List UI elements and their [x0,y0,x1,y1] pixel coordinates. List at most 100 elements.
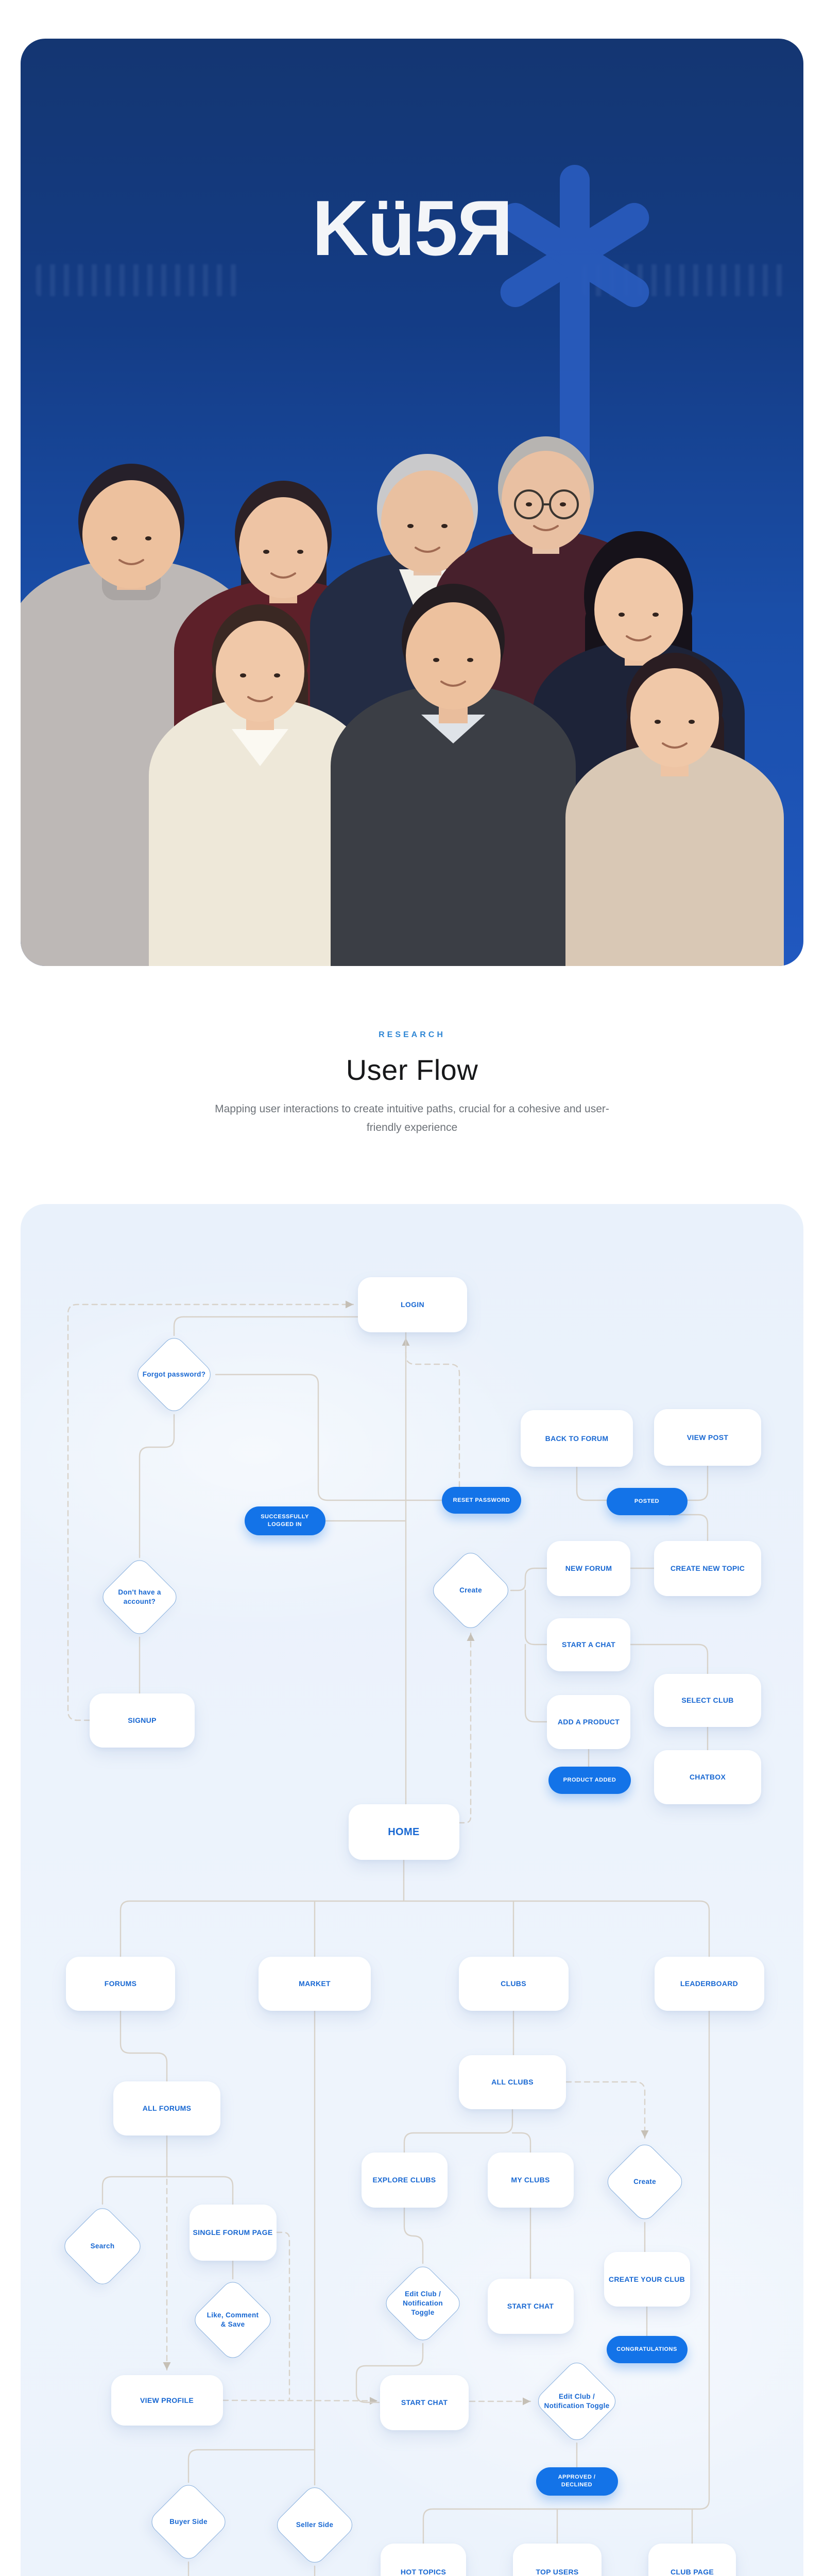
node-label: CONGRATULATIONS [616,2346,677,2352]
edge-login-to-forgot [173,1316,359,1336]
node-club-page-1: CLUB PAGE [648,2544,736,2576]
node-label: Edit Club / Notification Toggle [544,2392,610,2410]
node-label: CHATBOX [689,1772,726,1781]
edge-home-to-create [458,1632,472,1824]
edge-posted-to-viewpost [686,1465,709,1501]
node-label: VIEW PROFILE [140,2396,194,2404]
node-add-a-product: ADD A PRODUCT [547,1694,630,1749]
node-edit-club-2: Edit Club / Notification Toggle [533,2358,621,2445]
node-label: BACK TO FORUM [545,1434,609,1443]
edge-signup-to-login [67,1303,354,1721]
node-label: SELECT CLUB [681,1696,734,1704]
edge-allclubs-split-2 [511,2132,531,2154]
node-create-clubs: Create [603,2140,687,2224]
edge-posted-to-backforum [576,1466,608,1501]
node-label: MY CLUBS [511,2175,550,2184]
node-all-clubs: ALL CLUBS [459,2055,566,2109]
node-label: EXPLORE CLUBS [372,2175,436,2184]
edge-viewprofile-to-chat2 [222,2399,379,2402]
node-label: CLUB PAGE [670,2567,714,2576]
node-hot-topics: HOT TOPICS [381,2544,466,2576]
node-start-chat-1: START CHAT [487,2278,574,2334]
node-label: Like, Comment & Save [207,2311,259,2328]
node-new-forum: NEW FORUM [547,1540,630,1596]
node-label: Search [90,2242,115,2250]
node-edit-club-1: Edit Club / Notification Toggle [381,2262,465,2345]
node-posted: POSTED [606,1487,688,1515]
node-clubs: CLUBS [458,1956,569,2011]
edge-leaderboard-rail [422,2010,710,2545]
node-label: LOGIN [401,1300,424,1309]
node-forgot-password: Forgot password? [132,1333,216,1416]
node-label: MARKET [299,1979,331,1988]
node-approved-declined: APPROVED / DECLINED [536,2467,618,2496]
hero-card: Kü5Я [21,39,803,966]
node-label: START CHAT [507,2301,554,2310]
node-login: LOGIN [358,1277,467,1332]
node-top-users: TOP USERS [513,2544,602,2576]
node-all-forums: ALL FORUMS [113,2081,220,2136]
node-start-chat-2: START CHAT [380,2375,469,2430]
arrowhead-icon [467,1633,475,1641]
edge-allclubs-split [403,2108,513,2154]
node-label: CLUBS [501,1979,526,1988]
node-reset-password: RESET PASSWORD [442,1487,521,1514]
node-label: Forgot password? [142,1370,206,1378]
node-label: HOME [388,1826,420,1838]
node-label: ALL FORUMS [142,2104,192,2112]
node-seller-side: Seller Side [272,2482,357,2568]
node-create-your-club: CREATE YOUR CLUB [604,2252,690,2307]
node-label: START A CHAT [562,1640,615,1649]
node-my-clubs: MY CLUBS [487,2152,574,2208]
node-create-new-topic: CREATE NEW TOPIC [654,1540,761,1596]
edge-market-to-buyer [187,2449,316,2483]
node-leaderboard: LEADERBOARD [654,1956,764,2011]
node-label: CREATE YOUR CLUB [608,2275,685,2283]
node-congratulations: CONGRATULATIONS [606,2335,688,2363]
edge-create-rail-product [524,1643,548,1723]
node-label: ADD A PRODUCT [557,1717,620,1726]
node-view-post: VIEW POST [654,1409,761,1466]
node-search-forums: Search [60,2204,145,2289]
node-label: Edit Club / Notification Toggle [403,2290,443,2317]
node-label: Don't have a account? [118,1588,161,1605]
edge-chat-to-selectclub [629,1643,709,1675]
node-successfully-logged-in: SUCCESSFULLY LOGGED IN [244,1506,325,1535]
kusa-logo: Kü5Я [312,184,513,272]
arrowhead-icon [369,2397,377,2405]
node-chatbox: CHATBOX [654,1750,761,1804]
arrowhead-icon [641,2130,649,2138]
node-label: START CHAT [401,2398,448,2406]
node-forums: FORUMS [66,1956,175,2011]
kusa-asterisk-icon [500,165,649,495]
node-market: MARKET [259,1956,371,2011]
node-label: SINGLE FORUM PAGE [193,2228,273,2236]
node-label: CREATE NEW TOPIC [670,1564,745,1572]
node-label: APPROVED / DECLINED [558,2474,596,2488]
node-start-a-chat: START A CHAT [547,1618,630,1671]
node-label: POSTED [634,1498,660,1504]
arrowhead-icon [346,1300,353,1309]
node-label: SIGNUP [128,1716,157,1724]
node-single-forum-page-1: SINGLE FORUM PAGE [189,2204,277,2261]
node-signup: SIGNUP [90,1693,195,1748]
node-label: NEW FORUM [565,1564,612,1572]
page-title: User Flow [346,1054,478,1086]
edge-allclubs-to-create2 [565,2081,646,2139]
edge-create-rail-chat [524,1589,548,1646]
node-label: Create [459,1586,482,1594]
edge-reset-to-login [405,1337,460,1488]
arrowhead-icon [163,2362,171,2370]
node-buyer-side: Buyer Side [147,2480,230,2564]
glasses-icon [514,489,579,519]
node-label: PRODUCT ADDED [563,1776,616,1783]
node-label: SUCCESSFULLY LOGGED IN [261,1514,309,1528]
node-select-club: SELECT CLUB [654,1673,761,1727]
node-like-comment-save: Like, Comment & Save [190,2277,276,2363]
node-label: Create [633,2177,656,2185]
edge-forgot-to-reset [215,1374,443,1501]
edge-allforums-split [101,2176,234,2206]
